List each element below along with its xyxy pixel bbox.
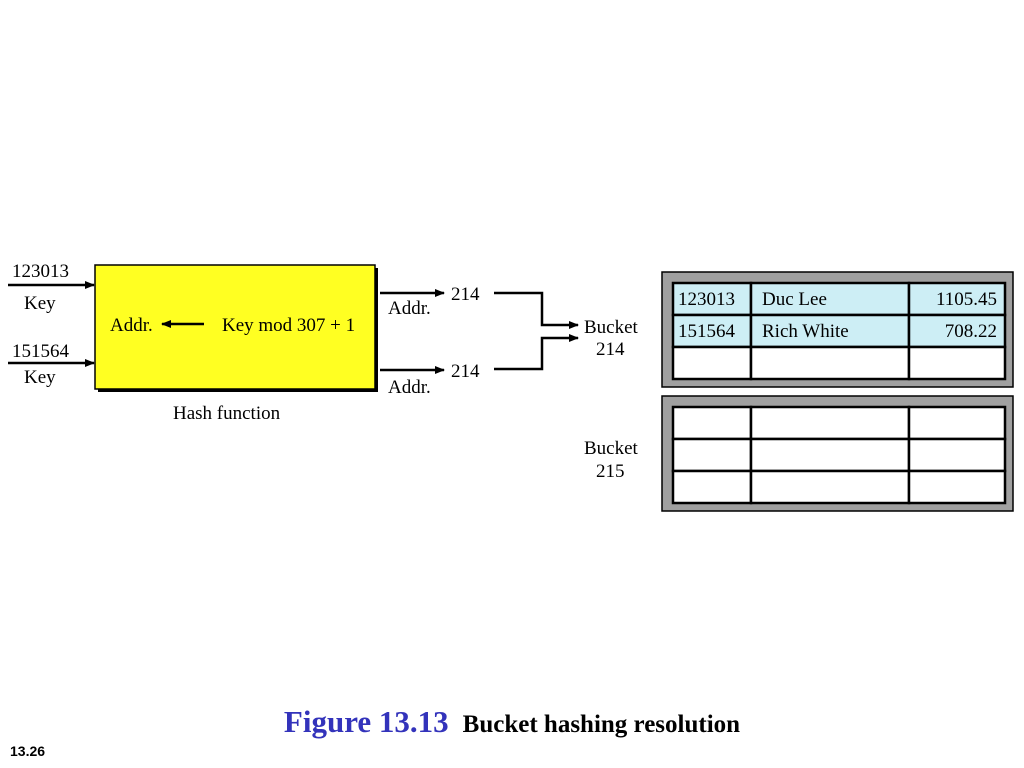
figure-label: Figure 13.13 — [283, 704, 449, 739]
bucket-215-row-2 — [671, 437, 1007, 473]
bucket-215-row-3-key-cell — [671, 469, 753, 505]
slide-number: 13.26 — [10, 743, 46, 759]
bucket-214-row-2-amount: 708.22 — [945, 321, 997, 342]
bucket-215-row-3-name-cell — [749, 469, 911, 505]
bucket-214-row-1-name: Duc Lee — [762, 289, 827, 310]
input-key-1-label: Key — [24, 293, 56, 314]
bucket-214-row-3-name-cell — [749, 345, 911, 381]
bucket-214-label-line1: Bucket — [584, 317, 639, 338]
bucket-215-row-2-amount-cell — [907, 437, 1007, 473]
bucket-214-row-3-amount-cell — [907, 345, 1007, 381]
bucket-214-row-2: 151564 Rich White 708.22 — [671, 313, 1007, 349]
bucket-215-row-2-key-cell — [671, 437, 753, 473]
bucket-214-row-1: 123013 Duc Lee 1105.45 — [671, 281, 1007, 317]
hash-addr-label: Addr. — [110, 315, 153, 336]
output-2-value: 214 — [451, 361, 480, 382]
bucket-215-label-line2: 215 — [596, 461, 625, 482]
bucket-hashing-diagram: 123013 Key 151564 Key Addr. Key mod 307 … — [8, 261, 1014, 512]
bucket-215-row-1-key-cell — [671, 405, 753, 441]
bucket-215-row-1-amount-cell — [907, 405, 1007, 441]
bucket-214-row-1-key: 123013 — [678, 289, 735, 310]
input-key-2-label: Key — [24, 367, 56, 388]
hash-formula: Key mod 307 + 1 — [222, 315, 355, 336]
output-1-addr-label: Addr. — [388, 298, 431, 319]
bucket-215-row-2-name-cell — [749, 437, 911, 473]
bucket-214-row-2-name-cell — [749, 313, 911, 349]
input-key-1-value: 123013 — [12, 261, 69, 282]
hash-function-box — [94, 264, 376, 390]
input-key-2-value: 151564 — [12, 341, 70, 362]
bucket-215-row-1 — [671, 405, 1007, 441]
figure-title: Bucket hashing resolution — [462, 711, 741, 738]
bucket-214-row-1-amount: 1105.45 — [936, 289, 997, 310]
bucket-214-label-line2: 214 — [596, 339, 625, 360]
connector-bottom — [494, 334, 579, 371]
output-2-addr-label: Addr. — [388, 377, 431, 398]
bucket-215-row-1-name-cell — [749, 405, 911, 441]
connector-top — [494, 291, 579, 329]
bucket-214-row-2-amount-cell — [907, 313, 1007, 349]
bucket-214-row-2-name: Rich White — [762, 321, 849, 342]
bucket-214-row-2-key: 151564 — [678, 321, 736, 342]
bucket-215-row-3-amount-cell — [907, 469, 1007, 505]
bucket-215-row-3 — [671, 469, 1007, 505]
bucket-214: 123013 Duc Lee 1105.45 151564 Rich White… — [661, 271, 1014, 388]
output-1-value: 214 — [451, 284, 480, 305]
bucket-214-row-3-key-cell — [671, 345, 753, 381]
bucket-215 — [661, 395, 1014, 512]
figure-caption: Figure 13.13 Bucket hashing resolution — [0, 704, 1024, 740]
bucket-214-row-2-key-cell — [671, 313, 753, 349]
bucket-215-label-line1: Bucket — [584, 438, 639, 459]
bucket-214-row-3 — [671, 345, 1007, 381]
hash-function-caption: Hash function — [173, 403, 281, 424]
